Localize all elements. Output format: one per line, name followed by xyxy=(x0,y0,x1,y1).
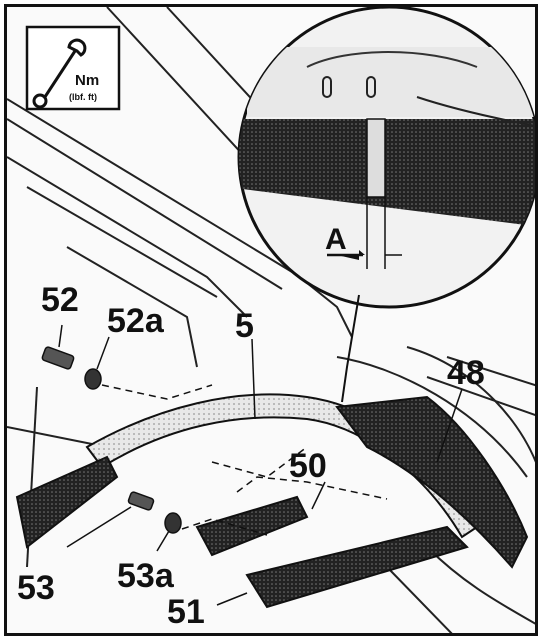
callout-48: 48 xyxy=(447,354,485,392)
diagram-frame: Nm (lbf. ft) A xyxy=(4,4,538,636)
bolt-53 xyxy=(127,491,155,511)
bracket-50 xyxy=(195,495,309,557)
assembly-lines xyxy=(101,384,388,536)
exploded-view-diagram: Nm (lbf. ft) A xyxy=(7,7,535,633)
callout-53: 53 xyxy=(17,569,55,607)
callout-50: 50 xyxy=(289,447,327,485)
trim-panel-48 xyxy=(335,395,529,569)
callout-53a: 53a xyxy=(117,557,175,595)
bolt-52 xyxy=(41,346,75,370)
callout-leaders xyxy=(58,324,463,606)
washer-53a xyxy=(164,512,182,534)
bracket-51 xyxy=(245,525,469,609)
callout-52: 52 xyxy=(41,281,79,319)
detail-view: A xyxy=(237,7,535,309)
callout-52a: 52a xyxy=(107,302,165,340)
torque-spec-box: Nm (lbf. ft) xyxy=(25,25,121,111)
wrench-icon xyxy=(32,38,87,109)
torque-unit-alt: (lbf. ft) xyxy=(69,92,97,102)
dimension-label-a: A xyxy=(325,223,347,256)
callout-51: 51 xyxy=(167,593,205,631)
left-trim xyxy=(15,455,119,549)
washer-52a xyxy=(84,368,102,390)
detail-leader xyxy=(341,294,360,403)
torque-unit: Nm xyxy=(75,72,99,89)
callout-5: 5 xyxy=(235,307,254,345)
